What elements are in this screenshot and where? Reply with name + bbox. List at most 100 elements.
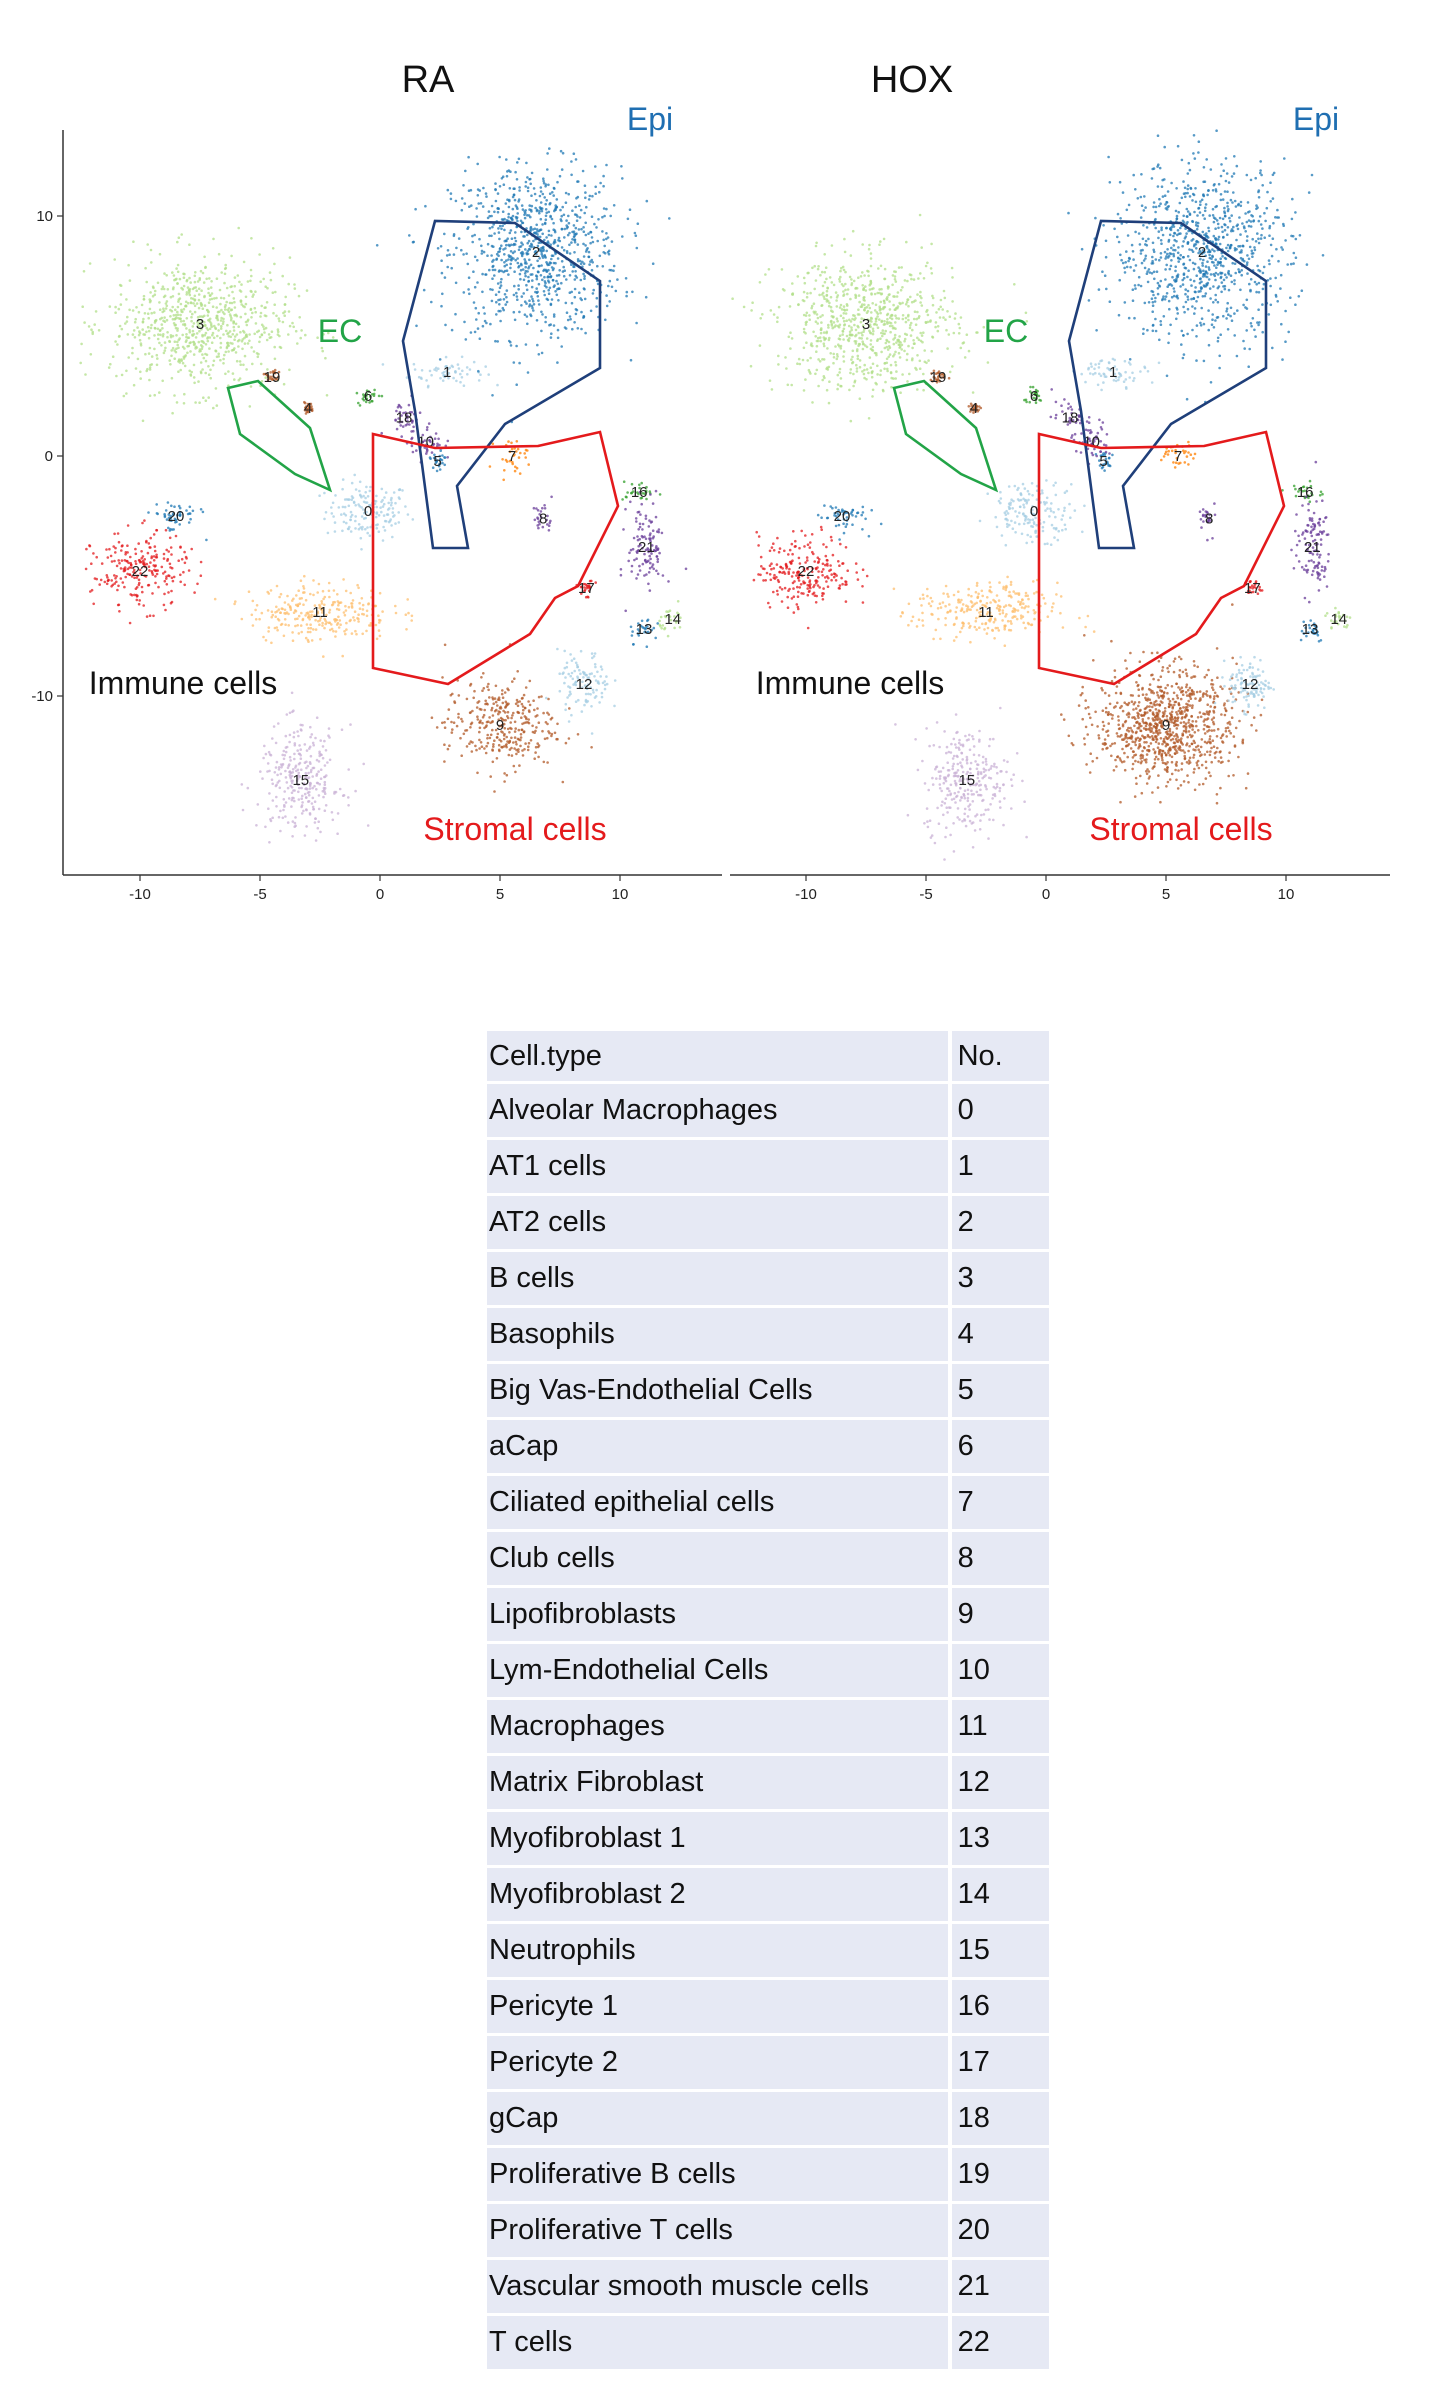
data-point bbox=[169, 546, 173, 549]
data-point bbox=[858, 397, 862, 401]
data-point bbox=[140, 585, 144, 589]
data-point bbox=[571, 327, 574, 331]
data-point bbox=[190, 370, 193, 374]
data-point bbox=[175, 334, 178, 337]
data-point bbox=[668, 217, 671, 220]
data-point bbox=[148, 394, 152, 398]
data-point bbox=[339, 601, 343, 604]
data-point bbox=[239, 299, 243, 303]
data-point bbox=[450, 731, 454, 734]
data-point bbox=[263, 744, 266, 748]
data-point bbox=[637, 622, 640, 625]
data-point bbox=[216, 310, 220, 314]
data-point bbox=[1226, 243, 1230, 247]
data-point bbox=[1223, 206, 1226, 210]
data-point bbox=[335, 623, 339, 626]
data-point bbox=[1245, 239, 1249, 242]
data-point bbox=[1222, 278, 1226, 282]
data-point bbox=[270, 641, 273, 645]
data-point bbox=[300, 611, 303, 615]
data-point bbox=[264, 376, 268, 380]
data-point bbox=[1042, 520, 1046, 524]
data-point bbox=[505, 263, 509, 267]
data-point bbox=[343, 613, 347, 617]
data-point bbox=[182, 570, 185, 574]
data-point bbox=[1254, 176, 1257, 180]
data-point bbox=[278, 334, 281, 338]
data-point bbox=[850, 358, 853, 361]
data-point bbox=[1253, 328, 1256, 332]
data-point bbox=[466, 262, 470, 266]
data-point bbox=[1214, 258, 1217, 262]
data-point bbox=[114, 340, 117, 343]
data-point bbox=[524, 185, 527, 188]
data-point bbox=[481, 272, 484, 276]
data-point bbox=[487, 210, 491, 213]
data-point bbox=[462, 384, 466, 388]
data-point bbox=[421, 433, 425, 437]
data-point bbox=[1213, 249, 1216, 253]
data-point bbox=[1187, 161, 1191, 165]
data-point bbox=[1182, 276, 1186, 280]
data-point bbox=[523, 216, 527, 220]
data-point bbox=[907, 344, 910, 348]
data-point bbox=[1103, 375, 1107, 378]
data-point bbox=[576, 243, 580, 246]
data-point bbox=[1185, 215, 1189, 218]
data-point bbox=[296, 617, 299, 620]
data-point bbox=[231, 348, 235, 352]
data-point bbox=[288, 740, 291, 744]
data-point bbox=[268, 792, 271, 795]
data-point bbox=[333, 521, 337, 524]
data-point bbox=[551, 254, 555, 258]
data-point bbox=[642, 626, 646, 630]
data-point bbox=[1022, 503, 1025, 507]
data-point bbox=[249, 268, 253, 272]
data-point bbox=[410, 437, 413, 441]
data-point bbox=[838, 280, 842, 283]
data-point bbox=[1040, 489, 1044, 492]
data-point bbox=[527, 718, 530, 721]
data-point bbox=[541, 506, 544, 510]
data-point bbox=[214, 387, 218, 390]
data-point bbox=[1202, 322, 1206, 326]
cluster-label: 12 bbox=[576, 676, 593, 693]
data-point bbox=[1105, 287, 1108, 291]
data-point bbox=[554, 208, 557, 211]
data-point bbox=[1257, 291, 1261, 294]
data-point bbox=[1191, 199, 1194, 202]
data-point bbox=[541, 192, 545, 196]
data-point bbox=[479, 741, 483, 744]
data-point bbox=[1289, 296, 1292, 300]
data-point bbox=[1185, 397, 1189, 401]
data-point bbox=[1166, 252, 1169, 256]
data-point bbox=[802, 276, 806, 280]
data-point bbox=[1099, 374, 1103, 378]
data-point bbox=[1064, 527, 1067, 531]
data-point bbox=[294, 624, 297, 628]
data-point bbox=[360, 528, 364, 531]
data-point bbox=[219, 346, 222, 349]
data-point bbox=[544, 208, 548, 211]
data-point bbox=[648, 490, 652, 493]
data-point bbox=[369, 525, 372, 529]
data-point bbox=[547, 288, 550, 292]
data-point bbox=[309, 406, 312, 409]
data-point bbox=[494, 684, 498, 688]
data-point bbox=[134, 587, 138, 590]
data-point bbox=[1174, 248, 1177, 252]
data-point bbox=[330, 512, 334, 515]
data-point bbox=[541, 232, 544, 236]
data-point bbox=[203, 314, 206, 318]
data-point bbox=[521, 705, 525, 708]
data-point bbox=[492, 702, 496, 705]
data-point bbox=[509, 266, 512, 270]
data-point bbox=[1208, 268, 1211, 271]
data-point bbox=[309, 725, 312, 729]
data-point bbox=[1246, 235, 1249, 238]
data-point bbox=[1139, 284, 1143, 288]
data-point bbox=[391, 507, 395, 510]
data-point bbox=[452, 376, 455, 380]
data-point bbox=[319, 739, 323, 742]
data-point bbox=[491, 268, 495, 272]
